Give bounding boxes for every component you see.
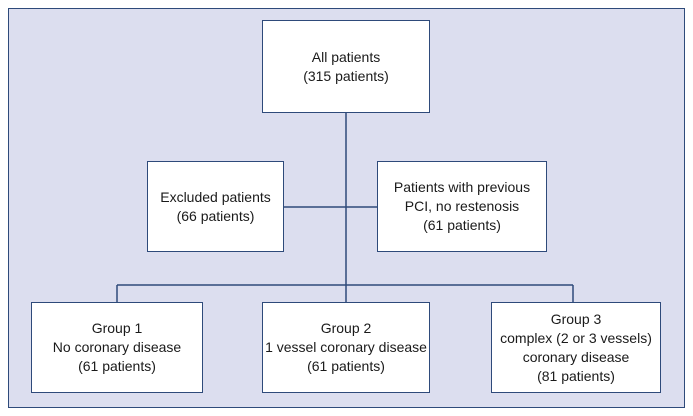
group2-title: Group 2 bbox=[320, 320, 372, 336]
group1-box: Group 1 No coronary disease (61 patients… bbox=[31, 302, 203, 393]
group1-title: Group 1 bbox=[91, 320, 143, 336]
group2-count: (61 patients) bbox=[307, 358, 385, 374]
group2-box: Group 2 1 vessel coronary disease (61 pa… bbox=[262, 302, 430, 393]
group3-description-2: coronary disease bbox=[522, 348, 630, 365]
excluded-patients-box: Excluded patients (66 patients) bbox=[147, 161, 284, 252]
group3-title: Group 3 bbox=[550, 310, 602, 327]
group3-box: Group 3 complex (2 or 3 vessels) coronar… bbox=[491, 302, 661, 393]
previous-pci-label-2: PCI, no restenosis bbox=[404, 198, 520, 214]
all-patients-box: All patients (315 patients) bbox=[262, 20, 430, 113]
previous-pci-box: Patients with previous PCI, no restenosi… bbox=[377, 161, 547, 252]
all-patients-count: (315 patients) bbox=[303, 67, 389, 84]
excluded-patients-label: Excluded patients bbox=[160, 188, 271, 205]
group3-count: (81 patients) bbox=[537, 367, 615, 384]
previous-pci-label-1: Patients with previous bbox=[393, 179, 531, 195]
group2-description: 1 vessel coronary disease bbox=[265, 339, 427, 355]
group1-count: (61 patients) bbox=[78, 358, 156, 374]
all-patients-label: All patients bbox=[311, 48, 381, 65]
excluded-patients-count: (66 patients) bbox=[176, 207, 255, 224]
previous-pci-count: (61 patients) bbox=[423, 217, 501, 233]
group3-description-1: complex (2 or 3 vessels) bbox=[500, 329, 652, 346]
group1-description: No coronary disease bbox=[52, 339, 182, 355]
